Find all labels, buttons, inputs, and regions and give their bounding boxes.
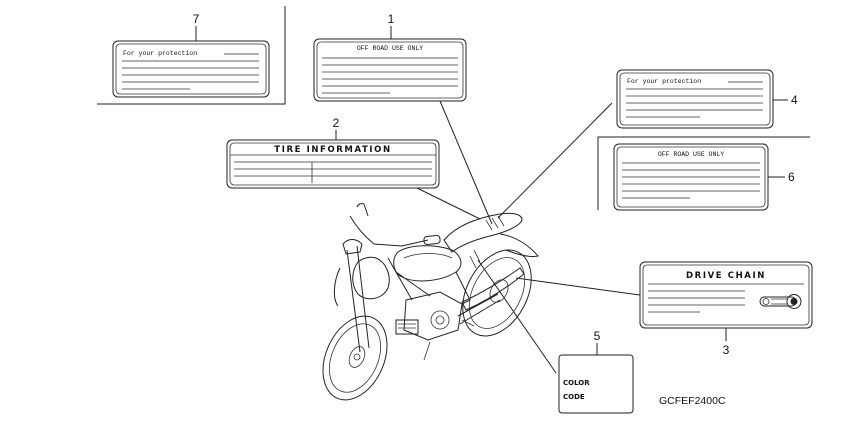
motorcycle-illustration xyxy=(322,203,539,401)
label-4: For your protection xyxy=(616,69,774,129)
part-number: GCFEF2400C xyxy=(659,395,726,407)
label-6: OFF ROAD USE ONLY xyxy=(613,143,769,211)
callout-4: 4 xyxy=(791,93,798,107)
callout-6: 6 xyxy=(788,170,795,184)
callout-5: 5 xyxy=(594,329,601,343)
section-frame-6 xyxy=(597,136,810,210)
label-5-line1: COLOR xyxy=(563,379,590,387)
label-1: OFF ROAD USE ONLY xyxy=(313,38,467,102)
drive-chain-icon xyxy=(759,294,802,309)
label-7-text: For your protection xyxy=(123,50,197,57)
callout-2: 2 xyxy=(333,116,340,130)
label-7: For your protection xyxy=(112,40,270,98)
label-5: COLOR CODE xyxy=(558,354,634,414)
label-6-text: OFF ROAD USE ONLY xyxy=(658,151,724,158)
callout-1: 1 xyxy=(388,12,395,26)
callout-3: 3 xyxy=(723,343,730,357)
label-3: DRIVE CHAIN xyxy=(639,261,813,329)
label-2: TIRE INFORMATION xyxy=(226,139,440,189)
label-5-line2: CODE xyxy=(563,393,585,401)
label-3-title: DRIVE CHAIN xyxy=(686,271,766,281)
label-1-text: OFF ROAD USE ONLY xyxy=(357,45,423,52)
label-2-title: TIRE INFORMATION xyxy=(274,145,391,155)
label-4-text: For your protection xyxy=(627,78,701,85)
section-frame-7 xyxy=(97,6,286,105)
callout-7: 7 xyxy=(193,12,200,26)
